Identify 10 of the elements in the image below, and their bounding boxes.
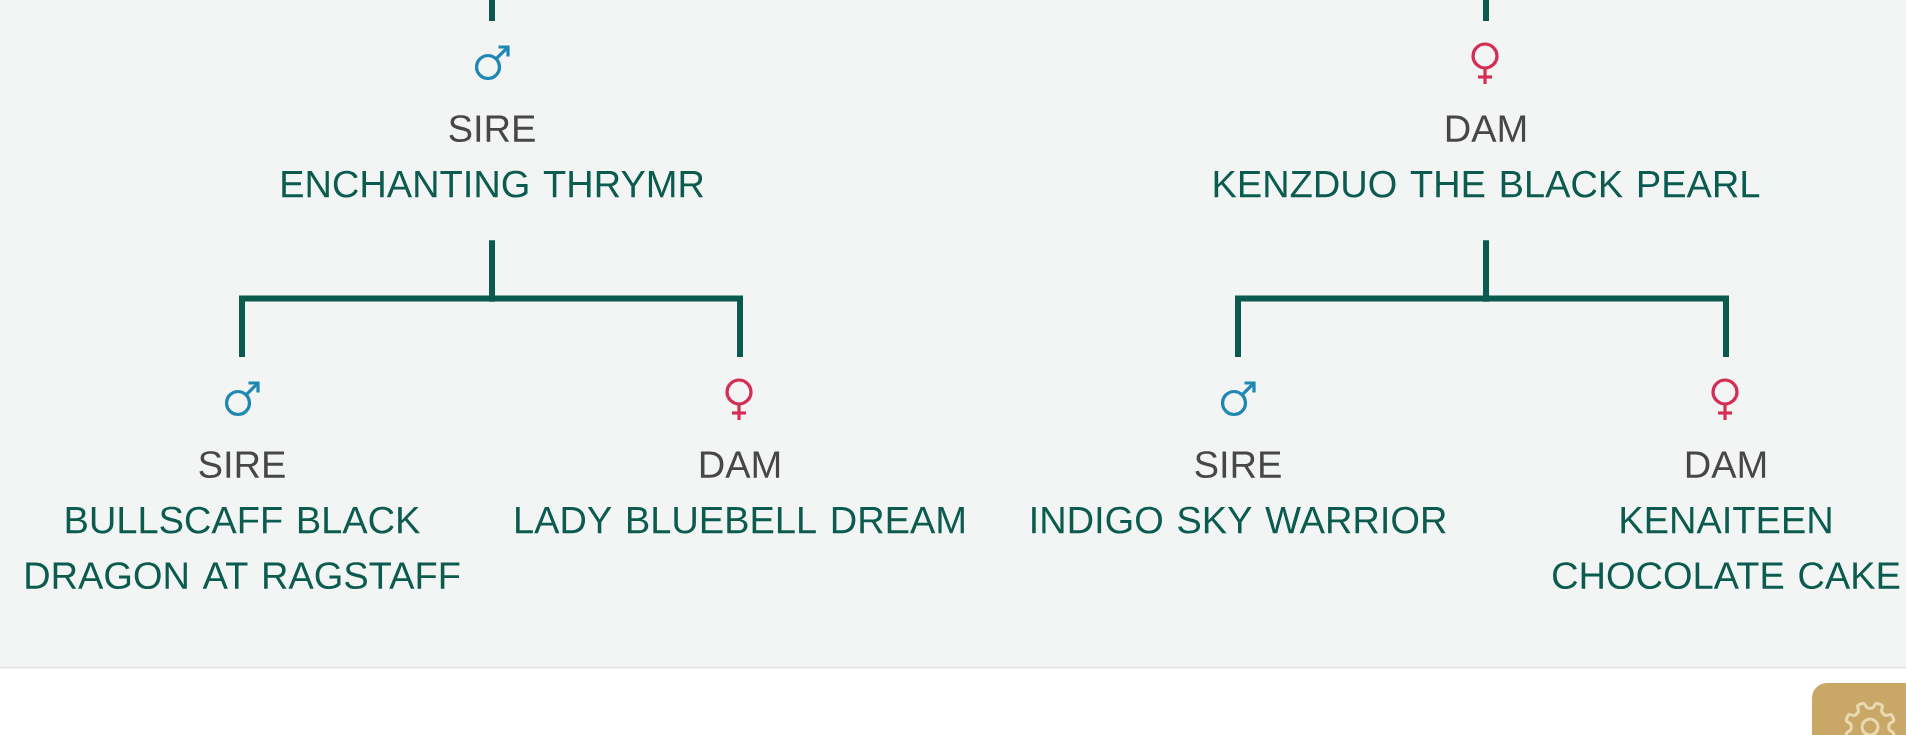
pedigree-entry: SIRE ENCHANTING THRYMR [282, 115, 704, 198]
connector-line [1483, 0, 1489, 21]
connector-line [489, 0, 495, 21]
connector-line [489, 240, 743, 357]
connector-line [1483, 240, 1729, 357]
pedigree-entry: DAM LADY BLUEBELL DREAM [516, 451, 964, 534]
pedigree-entry: DAM KENAITEEN CHOCOLATE CAKE [1553, 451, 1900, 590]
pedigree-entry: SIRE INDIGO SKY WARRIOR [1032, 451, 1446, 534]
pedigree-entry: SIRE BULLSCAFF BLACK DRAGON AT RAGSTAFF [26, 451, 460, 590]
pedigree-entry: DAM KENZDUO THE BLACK PEARL [1214, 115, 1760, 198]
